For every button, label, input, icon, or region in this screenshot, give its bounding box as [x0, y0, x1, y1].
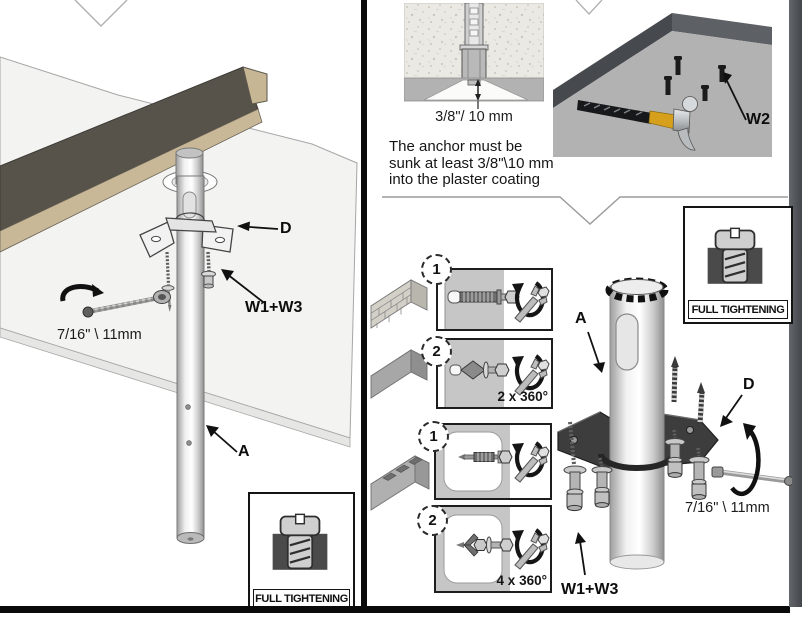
window-edge: [789, 0, 802, 607]
mount-bracket: [139, 212, 234, 258]
mount-pole: [605, 277, 669, 570]
wood-beam: [0, 66, 268, 253]
ceiling-anchors-illustration: [553, 13, 772, 157]
anchor-note-text: The anchor must be sunk at least 3/8"\10…: [389, 138, 554, 188]
mount-pole: [175, 147, 205, 544]
step-number-badge: 2: [417, 505, 448, 536]
wrench-turn-icon: [512, 354, 550, 396]
pole-label: A: [575, 310, 587, 327]
hammer-icon: [577, 96, 698, 151]
left-step-panel: D W1+W3 7/16" \ 11mm A FULL TIGHTENING: [0, 0, 358, 613]
screw-anchor-icon: [272, 513, 328, 570]
anchor-insert-diagram: [444, 270, 550, 329]
turns-count-label: 4 x 360°: [496, 573, 547, 588]
wrench-size-label: 7/16" \ 11mm: [685, 500, 770, 516]
rotation-arrow-icon: [60, 284, 104, 302]
continuation-chevron-icon: [74, 0, 128, 27]
w2-arrow: [723, 72, 747, 121]
solid-wall-step2-box: 2 x 360°: [436, 338, 553, 409]
full-tightening-label: FULL TIGHTENING: [688, 300, 788, 319]
label-arrows: [575, 331, 743, 576]
solid-wall-step1-box: [436, 268, 553, 331]
anchor-expand-diagram: [444, 340, 550, 407]
toggle-insert-diagram: [436, 425, 550, 498]
hollow-wall-step2-box: 4 x 360°: [434, 505, 552, 593]
depth-arrow-icon: [475, 79, 481, 109]
turns-count-label: 2 x 360°: [497, 389, 548, 404]
wrench-turn-icon: [512, 441, 550, 483]
wall-plug-icons: [664, 56, 726, 101]
hardware-label: W1+W3: [245, 299, 303, 316]
screw-anchor-icon: [707, 227, 763, 284]
section-separator: [382, 196, 788, 225]
bracket-label: D: [280, 220, 292, 237]
right-step-panel: 3/8"/ 10 mm The anchor must be sunk at l…: [368, 0, 793, 612]
continuation-chevron-icon: [575, 0, 603, 15]
wall-type-icons: [370, 279, 430, 511]
ceiling-mount-illustration: [0, 56, 358, 544]
wrench-icon: [82, 290, 171, 318]
brick-wall-icon: [370, 279, 428, 329]
step-number-badge: 2: [421, 336, 452, 367]
step-number-badge: 1: [421, 254, 452, 285]
wrench-size-label: 7/16" \ 11mm: [57, 327, 142, 343]
hollow-block-icon: [370, 455, 430, 511]
label-arrows: [206, 221, 279, 453]
bottom-rule: [0, 606, 790, 613]
wood-screws: [671, 356, 705, 425]
hollow-wall-step1-box: [434, 423, 552, 500]
lag-screws: [161, 251, 216, 312]
full-tightening-badge: FULL TIGHTENING: [683, 206, 793, 324]
panel-divider: [361, 0, 367, 613]
wrench-turn-icon: [512, 528, 550, 570]
rotation-arrow-icon: [730, 423, 761, 497]
wall-anchor-cross-section: [459, 3, 489, 82]
pole-label: A: [238, 443, 250, 460]
bracket-label: D: [743, 376, 755, 393]
anchor-depth-label: 3/8"/ 10 mm: [435, 109, 513, 125]
concrete-block-icon: [370, 349, 428, 399]
toggle-expand-diagram: [436, 507, 550, 591]
full-tightening-badge: FULL TIGHTENING: [248, 492, 355, 613]
anchors-label: W2: [746, 111, 770, 128]
pole-bracket-illustration: [557, 277, 792, 576]
bolt-washer-assemblies: [563, 421, 710, 512]
anchor-depth-inset: [404, 3, 544, 109]
wrench-turn-icon: [512, 281, 550, 323]
hardware-label: W1+W3: [561, 581, 619, 598]
step-number-badge: 1: [418, 421, 449, 452]
